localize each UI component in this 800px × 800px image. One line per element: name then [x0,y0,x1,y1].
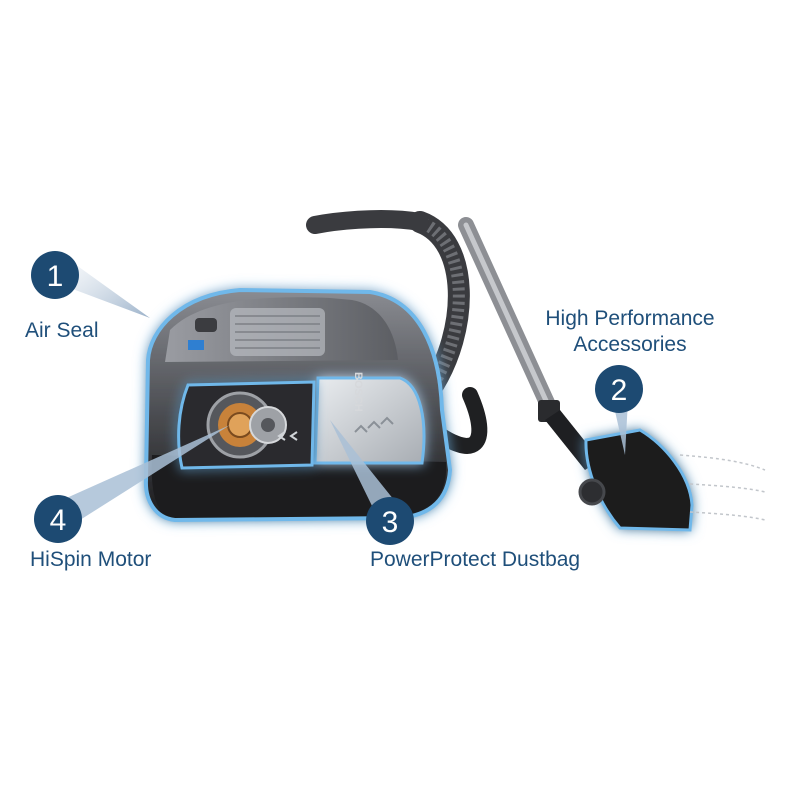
dustbag-window [313,376,426,465]
nozzle-airflow [679,454,766,521]
badge-1-number: 1 [47,260,64,293]
pointer-3 [330,420,398,512]
hose [306,210,470,401]
badge-3: 3 [366,497,414,545]
dustbag-chevrons [354,416,394,433]
badge-1: 1 [31,251,79,299]
airflow-arrows [277,431,298,441]
label-air-seal: Air Seal [25,319,99,342]
badge-2: 2 [595,365,643,413]
pointer-4 [62,425,230,520]
wand-tube [458,217,556,413]
control-indicator [188,340,204,350]
badge-4-number: 4 [50,504,67,537]
label-accessories-line1: High Performance [545,307,715,330]
control-button [195,318,217,332]
label-high-performance-accessories: High Performance Accessories [530,306,730,358]
badge-4: 4 [34,495,82,543]
badge-2-number: 2 [611,374,628,407]
brand-mark: BOSCH [352,372,364,412]
label-accessories-line2: Accessories [573,333,687,356]
motor [206,391,287,459]
pointer-1 [70,262,150,318]
lid-grille-lines [235,315,320,349]
floor-nozzle [538,400,694,532]
badge-3-number: 3 [382,506,399,539]
label-powerprotect-dustbag: PowerProtect Dustbag [370,548,581,571]
label-hispin-motor: HiSpin Motor [30,548,152,571]
